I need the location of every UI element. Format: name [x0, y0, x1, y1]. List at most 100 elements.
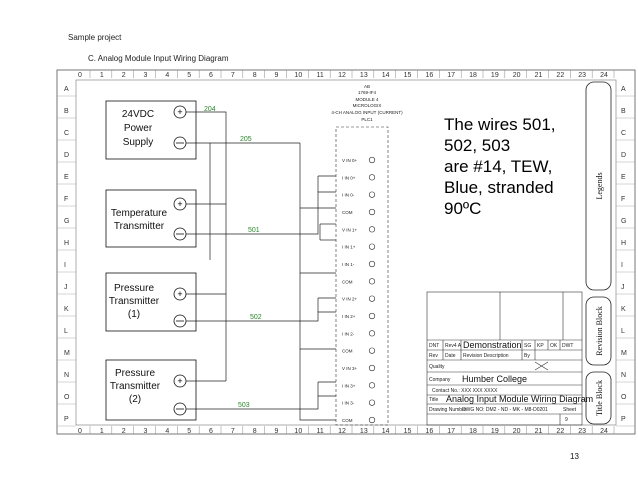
terminal-label: COM [342, 418, 353, 423]
row-label: C [64, 130, 69, 137]
column-label: 13 [360, 72, 368, 79]
row-label: F [621, 196, 625, 203]
terminal-screw-icon [368, 191, 376, 198]
terminal-label: I IN 2- [342, 331, 355, 336]
title-block-tab [585, 371, 612, 425]
column-label: 22 [556, 428, 564, 435]
note-line5: 90ºC [444, 199, 481, 218]
tb-sheet: 9 [565, 417, 568, 423]
wire-label-503: 503 [238, 402, 250, 409]
column-label: 8 [253, 428, 257, 435]
row-label: J [64, 284, 68, 291]
terminal-label: COM [342, 210, 353, 215]
terminal-screw-icon [368, 364, 376, 372]
tb-row1-e: KP [537, 343, 544, 349]
column-label: 17 [447, 72, 455, 79]
pressure2-line3: (2) [129, 394, 141, 405]
tb-row1-a: DNT [429, 343, 439, 349]
legends-label: Legends [595, 172, 604, 199]
tb-row1-d: SG [524, 343, 531, 349]
terminal-screw-icon [368, 208, 376, 216]
column-label: 14 [382, 72, 390, 79]
row-label: O [64, 394, 70, 401]
column-label: 17 [447, 428, 455, 435]
row-label: G [621, 218, 626, 225]
revision-block [585, 296, 612, 366]
wire-label-502: 502 [250, 314, 262, 321]
terminal-label: COM [342, 349, 353, 354]
row-label: I [64, 262, 66, 269]
column-label: 2 [122, 72, 126, 79]
column-label: 13 [360, 428, 368, 435]
pressure1-line1: Pressure [114, 283, 154, 294]
column-label: 15 [404, 428, 412, 435]
column-label: 3 [144, 428, 148, 435]
wire-label-204: 204 [204, 106, 216, 113]
power-supply-box: 24VDC Power Supply + [105, 100, 197, 160]
column-label: 7 [231, 428, 235, 435]
terminal-label: V IN 1+ [342, 227, 358, 232]
column-label: 11 [317, 72, 324, 79]
temperature-line1: Temperature [111, 208, 168, 219]
column-label: 23 [578, 428, 586, 435]
row-label: L [64, 328, 68, 335]
row-label: P [64, 416, 69, 423]
tb-row2-d: By [524, 353, 530, 359]
column-label: 9 [275, 428, 279, 435]
svg-text:+: + [177, 107, 182, 117]
module-line3: MODULE 4 [355, 97, 379, 102]
row-label: N [64, 372, 69, 379]
tb-row2-c: Revision Description [463, 353, 509, 359]
power-line3: Supply [123, 137, 154, 148]
column-label: 20 [513, 428, 521, 435]
wire-runs [186, 111, 336, 421]
terminal-screw-icon [368, 399, 376, 406]
tb-company: Humber College [462, 374, 527, 384]
pressure1-line2: Transmitter [109, 296, 160, 307]
terminal-screw-icon [368, 156, 376, 164]
tb-dwg: DWG NO: DM2 - ND - MK - M8-D0201 [462, 407, 548, 413]
column-label: 5 [187, 428, 191, 435]
page-number: 13 [570, 452, 579, 461]
terminal-label: I IN 0- [342, 193, 355, 198]
temperature-line2: Transmitter [114, 221, 165, 232]
tb-row1-f: OK [550, 343, 558, 349]
row-label: M [621, 350, 627, 357]
terminal-screw-icon [368, 330, 376, 337]
tb-row2-a: Rev [429, 353, 438, 359]
tb-contact: Contact No.: XXX XXX XXXX [432, 388, 498, 394]
tb-title-label: Title [429, 397, 438, 403]
row-label: C [621, 130, 626, 137]
tb-company-label: Company [429, 377, 451, 383]
terminal-label: I IN 2+ [342, 314, 356, 319]
column-label: 16 [425, 72, 433, 79]
row-label: H [621, 240, 626, 247]
power-line1: 24VDC [122, 109, 154, 120]
column-label: 0 [78, 428, 82, 435]
svg-text:+: + [177, 289, 182, 299]
row-label: D [64, 152, 69, 159]
tb-sheet-label: Sheet [563, 407, 577, 413]
terminal-label: V IN 0+ [342, 158, 358, 163]
column-label: 5 [187, 72, 191, 79]
row-label: N [621, 372, 626, 379]
column-label: 20 [513, 72, 521, 79]
column-label: 1 [100, 72, 104, 79]
terminal-screw-icon [368, 347, 376, 354]
column-label: 24 [600, 72, 608, 79]
terminal-screw-icon [368, 382, 376, 389]
column-label: 18 [469, 428, 477, 435]
wire-label-501: 501 [248, 227, 260, 234]
note-line3: are #14, TEW, [444, 157, 552, 176]
column-label: 16 [425, 428, 433, 435]
column-label: 12 [338, 72, 346, 79]
module-line4: MICROLOGIX [353, 103, 382, 108]
pressure2-line1: Pressure [115, 368, 155, 379]
column-label: 9 [275, 72, 279, 79]
module-line5: 4-CH ANALOG INPUT (CURRENT) [331, 110, 403, 115]
terminal-label: I IN 3- [342, 401, 355, 406]
note-line1: The wires 501, [444, 115, 556, 134]
terminal-screw-icon [368, 174, 376, 181]
